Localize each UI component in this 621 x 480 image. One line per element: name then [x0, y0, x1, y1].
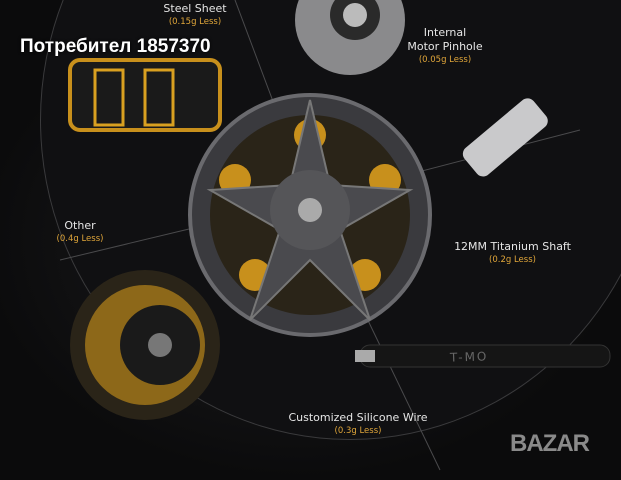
label-motor-pinhole: Internal Motor Pinhole (0.05g Less)	[400, 12, 490, 80]
label-title: Steel Sheet	[163, 2, 227, 15]
wire-print: T-MO	[449, 349, 489, 365]
shaft-photo	[462, 98, 548, 177]
label-sub: (0.05g Less)	[418, 55, 472, 65]
label-sub: (0.2g Less)	[489, 255, 536, 265]
label-sub: (0.15g Less)	[168, 17, 222, 27]
label-title: Customized Silicone Wire	[288, 411, 428, 424]
label-other: Other (0.4g Less)	[45, 219, 115, 245]
label-sub: (0.3g Less)	[334, 426, 382, 436]
wire-photo	[355, 344, 611, 368]
label-title: Other	[64, 219, 96, 232]
label-titanium-shaft: 12MM Titanium Shaft (0.2g Less)	[450, 240, 575, 266]
label-title: Internal Motor Pinhole	[407, 26, 483, 53]
watermark: Потребител 1857370	[20, 36, 211, 57]
label-title: 12MM Titanium Shaft	[454, 240, 571, 253]
pinhole-photo	[295, 0, 405, 75]
bazar-logo: BAZAR	[510, 430, 590, 457]
stator-photo	[70, 270, 220, 420]
motor-bell	[188, 93, 432, 337]
label-steel-sheet: Steel Sheet (0.15g Less)	[150, 2, 240, 28]
steel-sheet-photo	[68, 58, 222, 132]
label-sub: (0.4g Less)	[56, 234, 104, 244]
label-silicone-wire: Customized Silicone Wire (0.3g Less)	[283, 411, 433, 437]
